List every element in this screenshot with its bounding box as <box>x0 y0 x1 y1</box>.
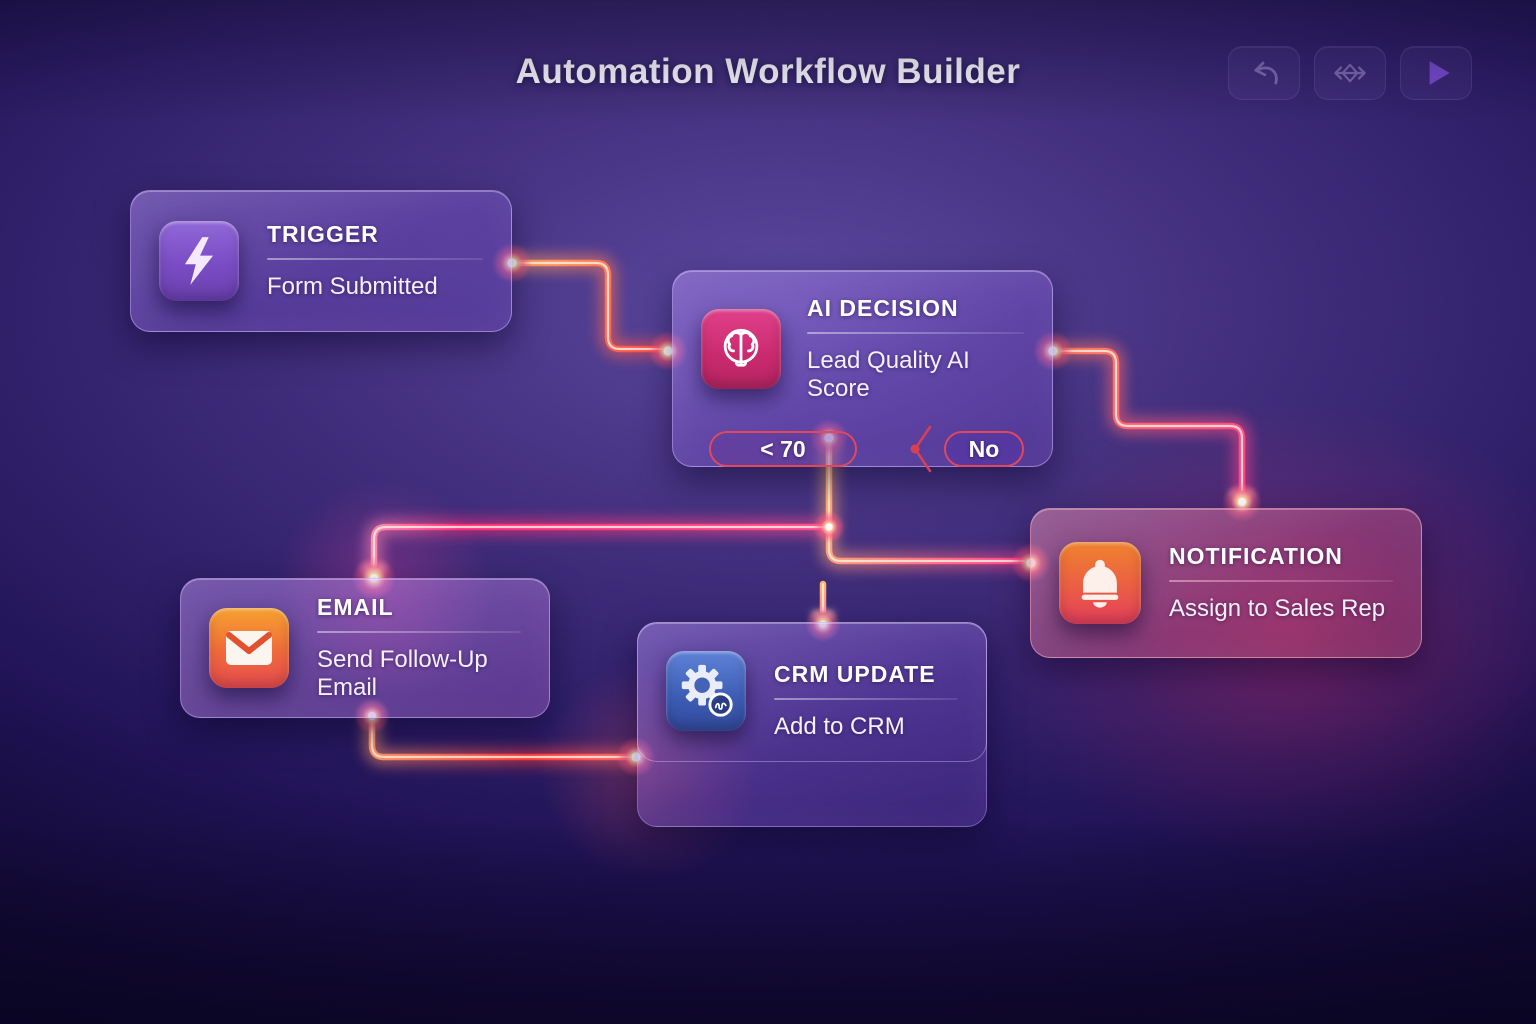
undo-icon <box>1254 61 1278 85</box>
node-crm-update[interactable]: CRM UPDATE Add to CRM <box>637 622 987 827</box>
node-subtitle: Form Submitted <box>267 273 438 300</box>
node-divider <box>1169 580 1393 582</box>
node-subtitle: Lead Quality AI Score <box>807 347 970 402</box>
node-divider <box>774 698 958 700</box>
node-subtitle: Send Follow-Up Email <box>317 646 488 701</box>
node-subtitle: Add to CRM <box>774 713 905 740</box>
toolbar <box>1228 46 1472 100</box>
node-subtitle: Assign to Sales Rep <box>1169 595 1386 622</box>
wire-trigger-to-ai <box>504 255 674 357</box>
condition-badge[interactable]: < 70 <box>709 431 857 467</box>
undo-button[interactable] <box>1228 46 1300 100</box>
lightning-icon <box>159 221 239 301</box>
node-title: CRM UPDATE <box>774 661 936 687</box>
play-icon <box>1429 61 1450 85</box>
node-title: EMAIL <box>317 594 394 620</box>
node-divider <box>267 258 483 260</box>
branch-button[interactable] <box>1314 46 1386 100</box>
branch-chevron-icon <box>908 421 934 477</box>
run-button[interactable] <box>1400 46 1472 100</box>
node-divider <box>317 631 521 633</box>
node-title: TRIGGER <box>267 221 379 247</box>
decision-badges: < 70 No <box>701 421 1024 477</box>
node-notification[interactable]: NOTIFICATION Assign to Sales Rep <box>1030 508 1422 658</box>
wire-email-to-crm <box>364 708 639 765</box>
wire-branch-to-email <box>362 519 837 584</box>
node-trigger[interactable]: TRIGGER Form Submitted <box>130 190 512 332</box>
branch-arrows-icon <box>1334 63 1366 83</box>
node-title: AI DECISION <box>807 295 959 321</box>
bell-icon <box>1059 542 1141 624</box>
wire-ai-to-notification-top <box>1045 343 1254 510</box>
node-ai-decision[interactable]: AI DECISION Lead Quality AI Score < 70 N… <box>672 270 1053 473</box>
answer-badge[interactable]: No <box>944 431 1024 467</box>
node-email[interactable]: EMAIL Send Follow-Up Email <box>180 578 550 718</box>
node-divider <box>807 332 1024 334</box>
gear-icon <box>666 651 746 731</box>
brain-icon <box>701 309 781 389</box>
envelope-icon <box>209 608 289 688</box>
node-title: NOTIFICATION <box>1169 543 1343 569</box>
